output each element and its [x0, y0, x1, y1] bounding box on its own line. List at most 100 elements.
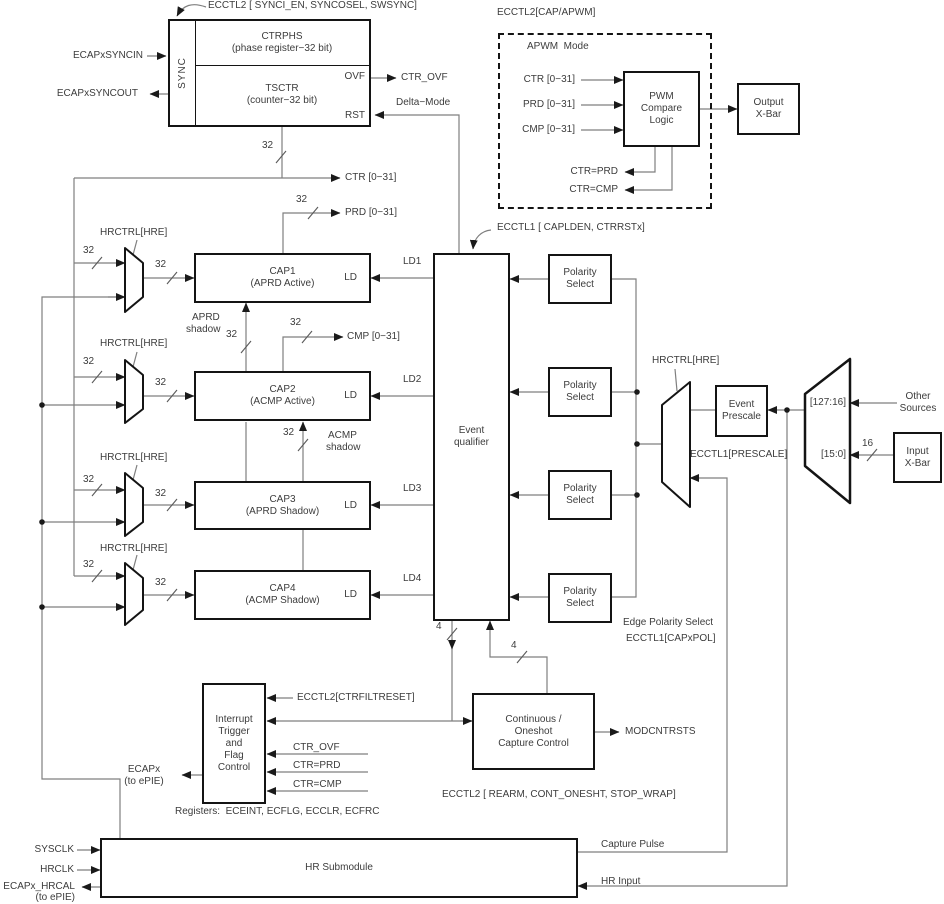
wire-hr-bus: [41, 296, 125, 838]
apwm-ctr-input-label: CTR [0−31]: [523, 74, 575, 85]
bus-slashes: [91, 150, 878, 664]
ctrfiltreset-label: ECCTL2[CTRFILTRESET]: [297, 692, 415, 703]
wire-cmp-bus: [282, 333, 344, 371]
ecctl2-rearm-register-label: ECCTL2 [ REARM, CONT_ONESHT, STOP_WRAP]: [442, 789, 676, 800]
edge-polarity-label-1: Edge Polarity Select: [623, 617, 714, 628]
ecapxsyncin-label: ECAPxSYNCIN: [72, 50, 143, 61]
cmp-bus-label: CMP [0−31]: [347, 331, 400, 342]
output-xbar-box: Output X-Bar: [737, 83, 800, 135]
itfc-ctr-ovf-label: CTR_OVF: [293, 742, 340, 753]
input-select-mux: [803, 357, 852, 505]
delta-mode-label: Delta−Mode: [396, 97, 451, 108]
bus-width-32: 32: [155, 577, 167, 588]
pwm-line2: Compare: [640, 103, 683, 114]
apwm-prd-input-label: PRD [0−31]: [523, 99, 575, 110]
ecapx-to-epie-label: (to ePIE): [124, 776, 164, 787]
cap4-register-box: CAP4 (ACMP Shadow) LD: [194, 570, 371, 620]
bus-width-32: 32: [83, 559, 95, 570]
sync-section: SYNC: [170, 21, 196, 125]
bus-width-16: 16: [862, 438, 874, 449]
apwm-cmp-input-label: CMP [0−31]: [522, 124, 575, 135]
ctrphs-subtitle: (phase register−32 bit): [231, 43, 333, 54]
hr-mux-2: [124, 359, 144, 424]
ctr-eq-prd-label: CTR=PRD: [570, 166, 618, 177]
pwm-line3: Logic: [649, 115, 674, 126]
ld3-label: LD3: [403, 483, 422, 494]
cap2-ld-port: LD: [344, 390, 357, 401]
sysclk-label: SYSCLK: [34, 844, 74, 855]
ld4-label: LD4: [403, 573, 422, 584]
sync-label: SYNC: [176, 57, 188, 89]
ld1-label: LD1: [403, 256, 422, 267]
tsctr-title: TSCTR: [265, 83, 299, 94]
mux-input-lo-label: [15:0]: [820, 449, 846, 460]
acmp-shadow-label-2: shadow: [326, 442, 361, 453]
bus-width-32: 32: [155, 377, 167, 388]
cap4-ld-port: LD: [344, 589, 357, 600]
itfc-ctr-prd-label: CTR=PRD: [293, 760, 341, 771]
apwm-mode-box: [498, 33, 712, 209]
pwm-line1: PWM: [649, 91, 674, 102]
edge-polarity-label-2: ECCTL1[CAPxPOL]: [626, 633, 716, 644]
hrctrl-label-1: HRCTRL[HRE]: [100, 227, 168, 238]
ctrphs-register: CTRPHS (phase register−32 bit): [195, 21, 369, 66]
pwm-compare-logic-box: PWM Compare Logic: [623, 71, 700, 147]
callout-ecctl2-sync: [176, 4, 207, 17]
tsctr-subtitle: (counter−32 bit): [246, 95, 318, 106]
apwm-mode-title: APWM Mode: [527, 41, 589, 52]
mux-input-hi-label: [127:16]: [809, 397, 846, 408]
hrctrl-label-4: HRCTRL[HRE]: [100, 543, 168, 554]
aprd-shadow-label-2: shadow: [186, 324, 221, 335]
bus-width-32: 32: [283, 427, 295, 438]
wire-delta-mode: [374, 111, 460, 253]
prd-bus-label: PRD [0−31]: [345, 207, 397, 218]
bus-width-4: 4: [436, 621, 442, 632]
rst-port: RST: [345, 110, 365, 121]
ctr-bus-label: CTR [0−31]: [345, 172, 397, 183]
cap2-register-box: CAP2 (ACMP Active) LD: [194, 371, 371, 421]
hr-mux-4: [124, 562, 144, 626]
acmp-shadow-label-1: ACMP: [328, 430, 357, 441]
other-sources-label-1: Other: [905, 391, 931, 402]
ecctl2-sync-register-label: ECCTL2 [ SYNCI_EN, SYNCOSEL, SWSYNC]: [208, 0, 417, 11]
junction-dots: [39, 389, 790, 610]
hrclk-label: HRCLK: [40, 864, 74, 875]
ecapx-hrcal-label: ECAPx_HRCAL: [3, 881, 75, 892]
event-qualifier-box: Event qualifier: [433, 253, 510, 621]
counter-block: SYNC CTRPHS (phase register−32 bit) TSCT…: [168, 19, 371, 127]
cap3-register-box: CAP3 (APRD Shadow) LD: [194, 481, 371, 530]
bus-width-32: 32: [290, 317, 302, 328]
hrctrl-label-5: HRCTRL[HRE]: [652, 355, 720, 366]
bus-width-32: 32: [83, 474, 95, 485]
itfc-ctr-cmp-label: CTR=CMP: [293, 779, 342, 790]
bus-width-4: 4: [511, 640, 517, 651]
bus-width-32: 32: [83, 245, 95, 256]
ld2-label: LD2: [403, 374, 422, 385]
hr-submodule-box: HR Submodule: [100, 838, 578, 898]
wire-hr-input: [577, 410, 788, 890]
capture-pulse-label: Capture Pulse: [601, 839, 665, 850]
bus-width-32: 32: [262, 140, 274, 151]
hrctrl-label-2: HRCTRL[HRE]: [100, 338, 168, 349]
cap1-register-box: CAP1 (APRD Active) LD: [194, 253, 371, 303]
ecapx-output-label: ECAPx: [127, 764, 161, 775]
modcntrsts-label: MODCNTRSTS: [625, 726, 696, 737]
hr-mux-1: [124, 247, 144, 313]
tsctr-register: TSCTR (counter−32 bit): [195, 65, 369, 125]
ecctl1-prescale-label: ECCTL1[PRESCALE]: [690, 449, 788, 460]
hr-input-label: HR Input: [601, 876, 641, 887]
wires: [41, 4, 897, 891]
ecctl1-capld-register-label: ECCTL1 [ CAPLDEN, CTRRSTx]: [497, 222, 645, 233]
aprd-shadow-label-1: APRD: [192, 312, 220, 323]
ctrphs-title: CTRPHS: [261, 31, 303, 42]
hrctrl-label-3: HRCTRL[HRE]: [100, 452, 168, 463]
wire-prd-bus: [282, 209, 341, 253]
